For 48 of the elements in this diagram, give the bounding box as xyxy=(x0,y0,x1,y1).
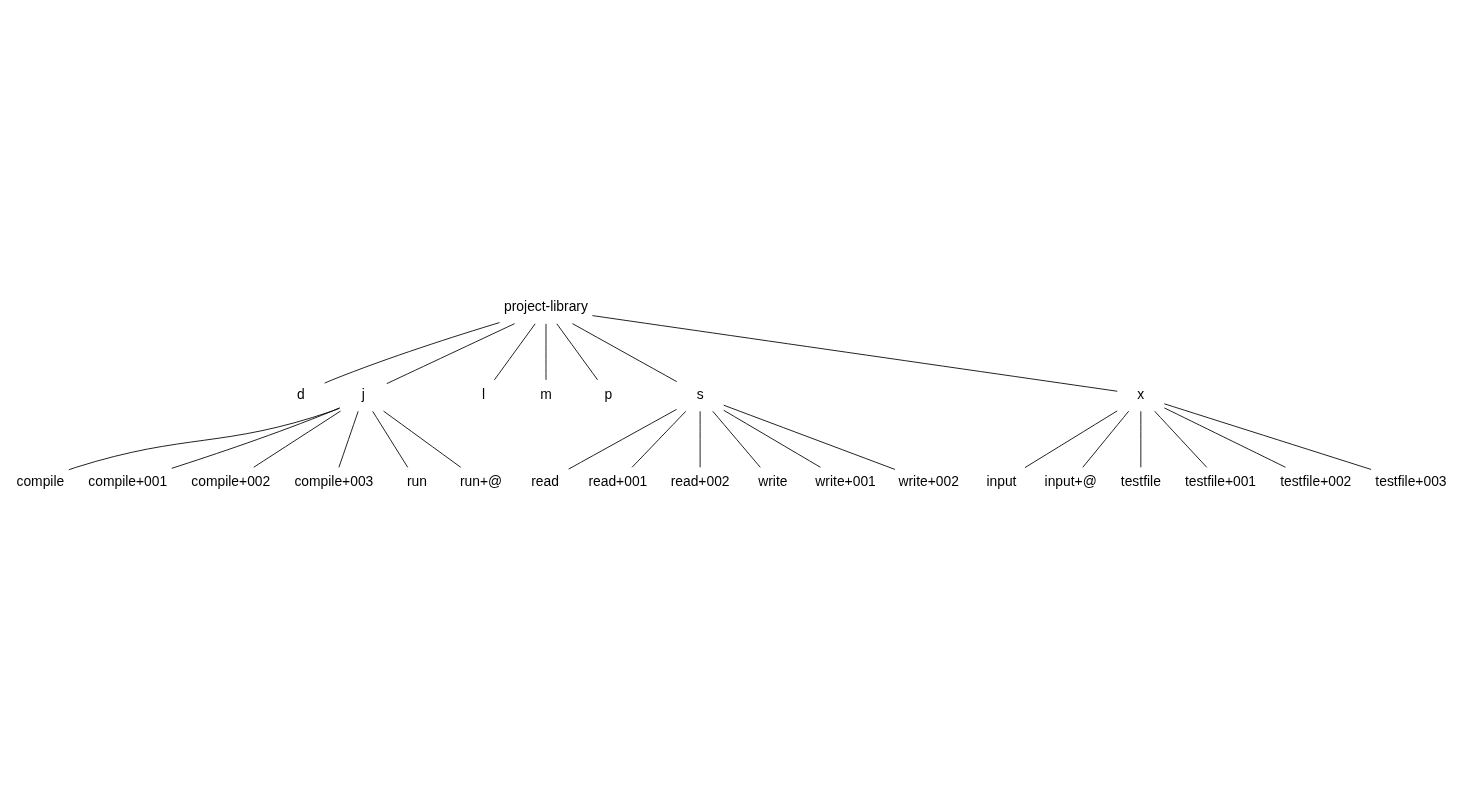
connector xyxy=(723,404,896,470)
connector xyxy=(631,410,687,468)
node-text: input xyxy=(986,472,1017,489)
connector xyxy=(723,409,821,468)
connector xyxy=(1163,402,1372,470)
node-text: m xyxy=(540,385,552,402)
node-text: d xyxy=(297,385,305,402)
connector xyxy=(171,406,341,469)
node-text: read xyxy=(531,472,559,489)
node-text: testfile+001 xyxy=(1184,472,1257,489)
connector xyxy=(556,322,599,380)
connector xyxy=(338,410,359,468)
node-text: s xyxy=(696,385,704,402)
node-text: read+002 xyxy=(670,472,730,489)
node-text: l xyxy=(482,385,486,402)
connector xyxy=(253,410,341,468)
node-text: run+@ xyxy=(459,472,503,489)
connector xyxy=(592,314,1118,392)
connector xyxy=(372,410,409,468)
connector xyxy=(493,322,536,380)
connector xyxy=(1164,407,1286,468)
node-text: write xyxy=(758,472,788,489)
connector xyxy=(383,410,462,468)
node-text: j xyxy=(361,385,365,402)
node-text: project-library xyxy=(504,297,588,314)
connector xyxy=(572,322,678,382)
node-text: input+@ xyxy=(1044,472,1097,489)
node-text: testfile+003 xyxy=(1375,472,1447,489)
node-text: run xyxy=(406,472,427,489)
node-text: compile+003 xyxy=(294,472,374,489)
node-text: compile xyxy=(16,472,65,489)
node-text: testfile+002 xyxy=(1280,472,1352,489)
node-text: write+002 xyxy=(898,472,959,489)
node-text: compile+002 xyxy=(191,472,271,489)
connector xyxy=(1082,410,1130,468)
node-text: compile+001 xyxy=(88,472,168,489)
node-text: read+001 xyxy=(588,472,648,489)
node-text: write+001 xyxy=(815,472,876,489)
node-text: x xyxy=(1137,385,1145,402)
node-text: testfile xyxy=(1120,472,1161,489)
connector xyxy=(1024,409,1118,468)
connector xyxy=(324,321,500,383)
connector xyxy=(68,407,341,470)
connector xyxy=(712,410,761,468)
node-text: p xyxy=(604,385,613,402)
connector xyxy=(1154,410,1208,468)
connector xyxy=(568,408,677,470)
connector xyxy=(386,322,516,384)
